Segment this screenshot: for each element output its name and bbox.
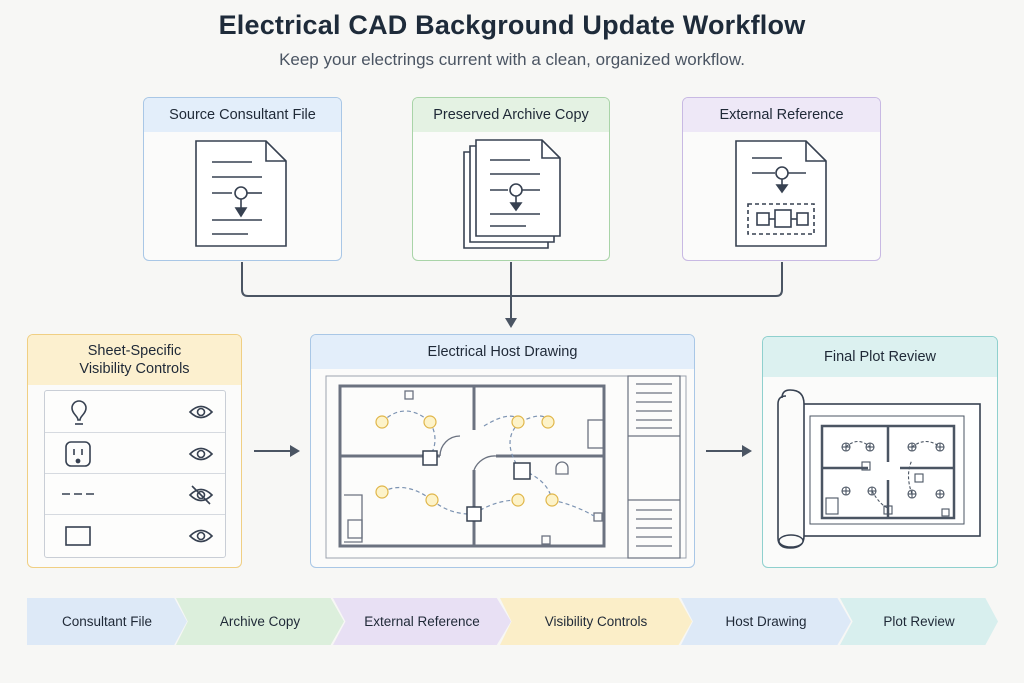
step-host-drawing: Host Drawing [681,598,851,645]
page-title: Electrical CAD Background Update Workflo… [218,10,806,40]
eye-icon[interactable] [188,529,214,543]
archive-stack-icon [463,139,561,249]
xref-document-icon [735,140,827,247]
source-consultant-title: Source Consultant File [144,98,341,132]
step-visibility-controls: Visibility Controls [500,598,692,645]
visibility-row-dashed[interactable] [45,473,225,515]
plot-sheet-icon [777,389,981,549]
step-consultant-file: Consultant File [27,598,187,645]
step-external-reference: External Reference [333,598,511,645]
page-subtitle: Keep your electrings current with a clea… [279,50,745,69]
archive-copy-title: Preserved Archive Copy [413,98,609,132]
plot-review-title: Final Plot Review [763,337,997,377]
step-plot-review: Plot Review [840,598,998,645]
eye-icon[interactable] [188,405,214,419]
visibility-list [44,390,226,558]
merge-arrowhead [505,318,517,328]
step-archive-copy: Archive Copy [176,598,344,645]
host-drawing-title: Electrical Host Drawing [311,335,694,369]
consultant-document-icon [195,140,287,247]
lightbulb-icon [71,400,87,425]
eye-hidden-icon[interactable] [188,485,214,505]
visibility-controls-title: Sheet-Specific Visibility Controls [28,335,241,385]
visibility-row-outlets[interactable] [45,432,225,474]
arrow-visibility-to-host [254,445,300,457]
merge-connector [241,262,783,322]
visibility-row-lights[interactable] [45,391,225,433]
arrow-host-to-plot [706,445,752,457]
outlet-icon [65,441,91,467]
external-reference-title: External Reference [683,98,880,132]
eye-icon[interactable] [188,447,214,461]
host-floor-plan [325,375,687,559]
rectangle-icon [65,526,91,546]
